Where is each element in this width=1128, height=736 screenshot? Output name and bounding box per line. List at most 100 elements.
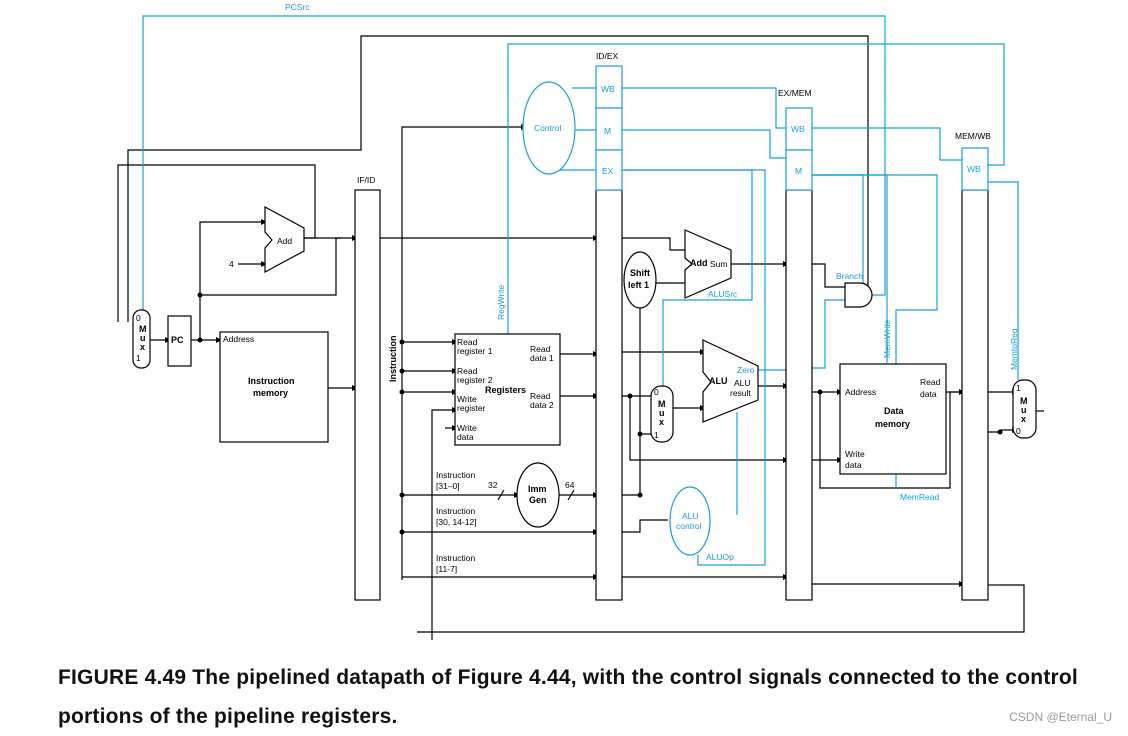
svg-text:register 1: register 1	[457, 346, 493, 356]
svg-text:Control: Control	[534, 123, 562, 133]
svg-text:Read: Read	[530, 391, 551, 401]
data-memory: Address Read data Data memory Write data	[839, 363, 947, 475]
svg-text:[31–0]: [31–0]	[436, 481, 460, 491]
svg-text:Read: Read	[920, 377, 941, 387]
watermark: CSDN @Eternal_U	[1009, 710, 1112, 724]
instruction-fields: Instruction [31–0] Instruction [30, 14-1…	[436, 470, 477, 574]
idex-m-label: M	[604, 126, 611, 136]
figure-caption: FIGURE 4.49 The pipelined datapath of Fi…	[58, 666, 1078, 728]
svg-text:Instruction: Instruction	[436, 553, 475, 563]
exmem-register	[785, 189, 813, 601]
instruction-memory: Address Instruction memory	[219, 331, 329, 443]
svg-text:result: result	[730, 388, 751, 398]
idex-wb-box	[595, 65, 623, 109]
svg-text:data 2: data 2	[530, 400, 554, 410]
svg-text:x: x	[140, 342, 145, 352]
alusrc-mux: 0 M u x 1	[650, 385, 674, 443]
ifid-label: IF/ID	[357, 175, 375, 185]
datapath-wires	[117, 35, 1044, 640]
svg-text:left 1: left 1	[628, 280, 649, 290]
svg-text:0: 0	[654, 387, 659, 397]
svg-text:Instruction: Instruction	[436, 470, 475, 480]
svg-text:Write: Write	[457, 394, 477, 404]
svg-text:control: control	[676, 521, 702, 531]
instruction-bus-label: Instruction	[388, 336, 398, 383]
svg-text:Sum: Sum	[710, 259, 727, 269]
writeback-mux: 1 M u x 0	[1012, 379, 1037, 439]
svg-text:ALU: ALU	[734, 378, 751, 388]
svg-text:1: 1	[654, 430, 659, 440]
svg-text:Write: Write	[845, 449, 865, 459]
svg-text:ALU: ALU	[682, 511, 699, 521]
exmem-wb-box	[785, 107, 813, 151]
branch-and-gate: Branch	[836, 271, 873, 308]
idex-ex-label: EX	[602, 166, 614, 176]
svg-text:0: 0	[1016, 426, 1021, 436]
svg-text:[11-7]: [11-7]	[436, 564, 457, 574]
regwrite-label: RegWrite	[496, 284, 506, 320]
svg-text:[30, 14-12]: [30, 14-12]	[436, 517, 477, 527]
control-unit: Control	[522, 81, 576, 175]
svg-text:data: data	[920, 389, 937, 399]
svg-text:Branch: Branch	[836, 271, 863, 281]
svg-text:Instruction: Instruction	[436, 506, 475, 516]
exmem-label: EX/MEM	[778, 88, 812, 98]
svg-text:4: 4	[229, 259, 234, 269]
alu-control: ALU control ALUOp	[669, 486, 734, 562]
memwb-label: MEM/WB	[955, 131, 991, 141]
svg-text:Address: Address	[845, 387, 876, 397]
svg-text:u: u	[659, 408, 665, 418]
memwb-register	[961, 189, 989, 601]
svg-text:64: 64	[565, 480, 575, 490]
pipeline-registers: IF/ID ID/EX WB M EX EX/MEM WB M MEM/WB W…	[354, 51, 991, 601]
svg-text:Shift: Shift	[630, 268, 650, 278]
svg-text:1: 1	[136, 353, 141, 363]
register-file: Read register 1 Read register 2 Write re…	[454, 333, 561, 446]
svg-text:Instruction: Instruction	[248, 376, 295, 386]
shift-left-1: Shift left 1	[623, 251, 657, 309]
memwb-wb-box	[961, 147, 989, 191]
svg-text:Read: Read	[457, 366, 478, 376]
svg-text:data: data	[845, 460, 862, 470]
pipelined-datapath-diagram: IF/ID ID/EX WB M EX EX/MEM WB M MEM/WB W…	[117, 2, 1044, 640]
ifid-register	[354, 189, 381, 601]
imm-gen: Imm Gen 32 64	[488, 462, 575, 528]
svg-text:Gen: Gen	[529, 495, 547, 505]
memtoreg-label: MemtoReg	[1009, 328, 1019, 370]
svg-text:memory: memory	[253, 388, 288, 398]
idex-register	[595, 189, 623, 601]
idex-wb-label: WB	[601, 84, 615, 94]
svg-text:Zero: Zero	[737, 365, 755, 375]
svg-text:M: M	[1020, 396, 1028, 406]
memwrite-label: MemWrite	[882, 319, 892, 358]
svg-text:memory: memory	[875, 419, 910, 429]
idex-label: ID/EX	[596, 51, 619, 61]
program-counter: PC	[167, 315, 192, 367]
svg-text:ALU: ALU	[709, 376, 728, 386]
svg-text:0: 0	[136, 313, 141, 323]
svg-text:x: x	[1021, 414, 1026, 424]
control-wires	[142, 15, 1019, 566]
svg-text:Read: Read	[457, 337, 478, 347]
svg-text:register 2: register 2	[457, 375, 493, 385]
svg-text:ALUOp: ALUOp	[706, 552, 734, 562]
branch-adder: Add Sum ALUSrc	[684, 229, 738, 299]
svg-text:Add: Add	[277, 236, 292, 246]
svg-text:Imm: Imm	[528, 484, 547, 494]
svg-text:Registers: Registers	[485, 385, 526, 395]
svg-text:M: M	[658, 399, 666, 409]
memread-label: MemRead	[900, 492, 939, 502]
svg-text:register: register	[457, 403, 486, 413]
svg-text:M: M	[139, 324, 147, 334]
exmem-wb-label: WB	[791, 124, 805, 134]
svg-text:Write: Write	[457, 423, 477, 433]
pc-adder: Add 4	[229, 205, 305, 274]
alu: ALU Zero ALU result	[702, 339, 759, 423]
pcsrc-label: PCSrc	[285, 2, 310, 12]
memwb-wb-label: WB	[967, 164, 981, 174]
svg-text:ALUSrc: ALUSrc	[708, 289, 738, 299]
exmem-m-label: M	[795, 166, 802, 176]
svg-text:u: u	[140, 333, 146, 343]
svg-text:Data: Data	[884, 406, 905, 416]
svg-text:1: 1	[1016, 383, 1021, 393]
